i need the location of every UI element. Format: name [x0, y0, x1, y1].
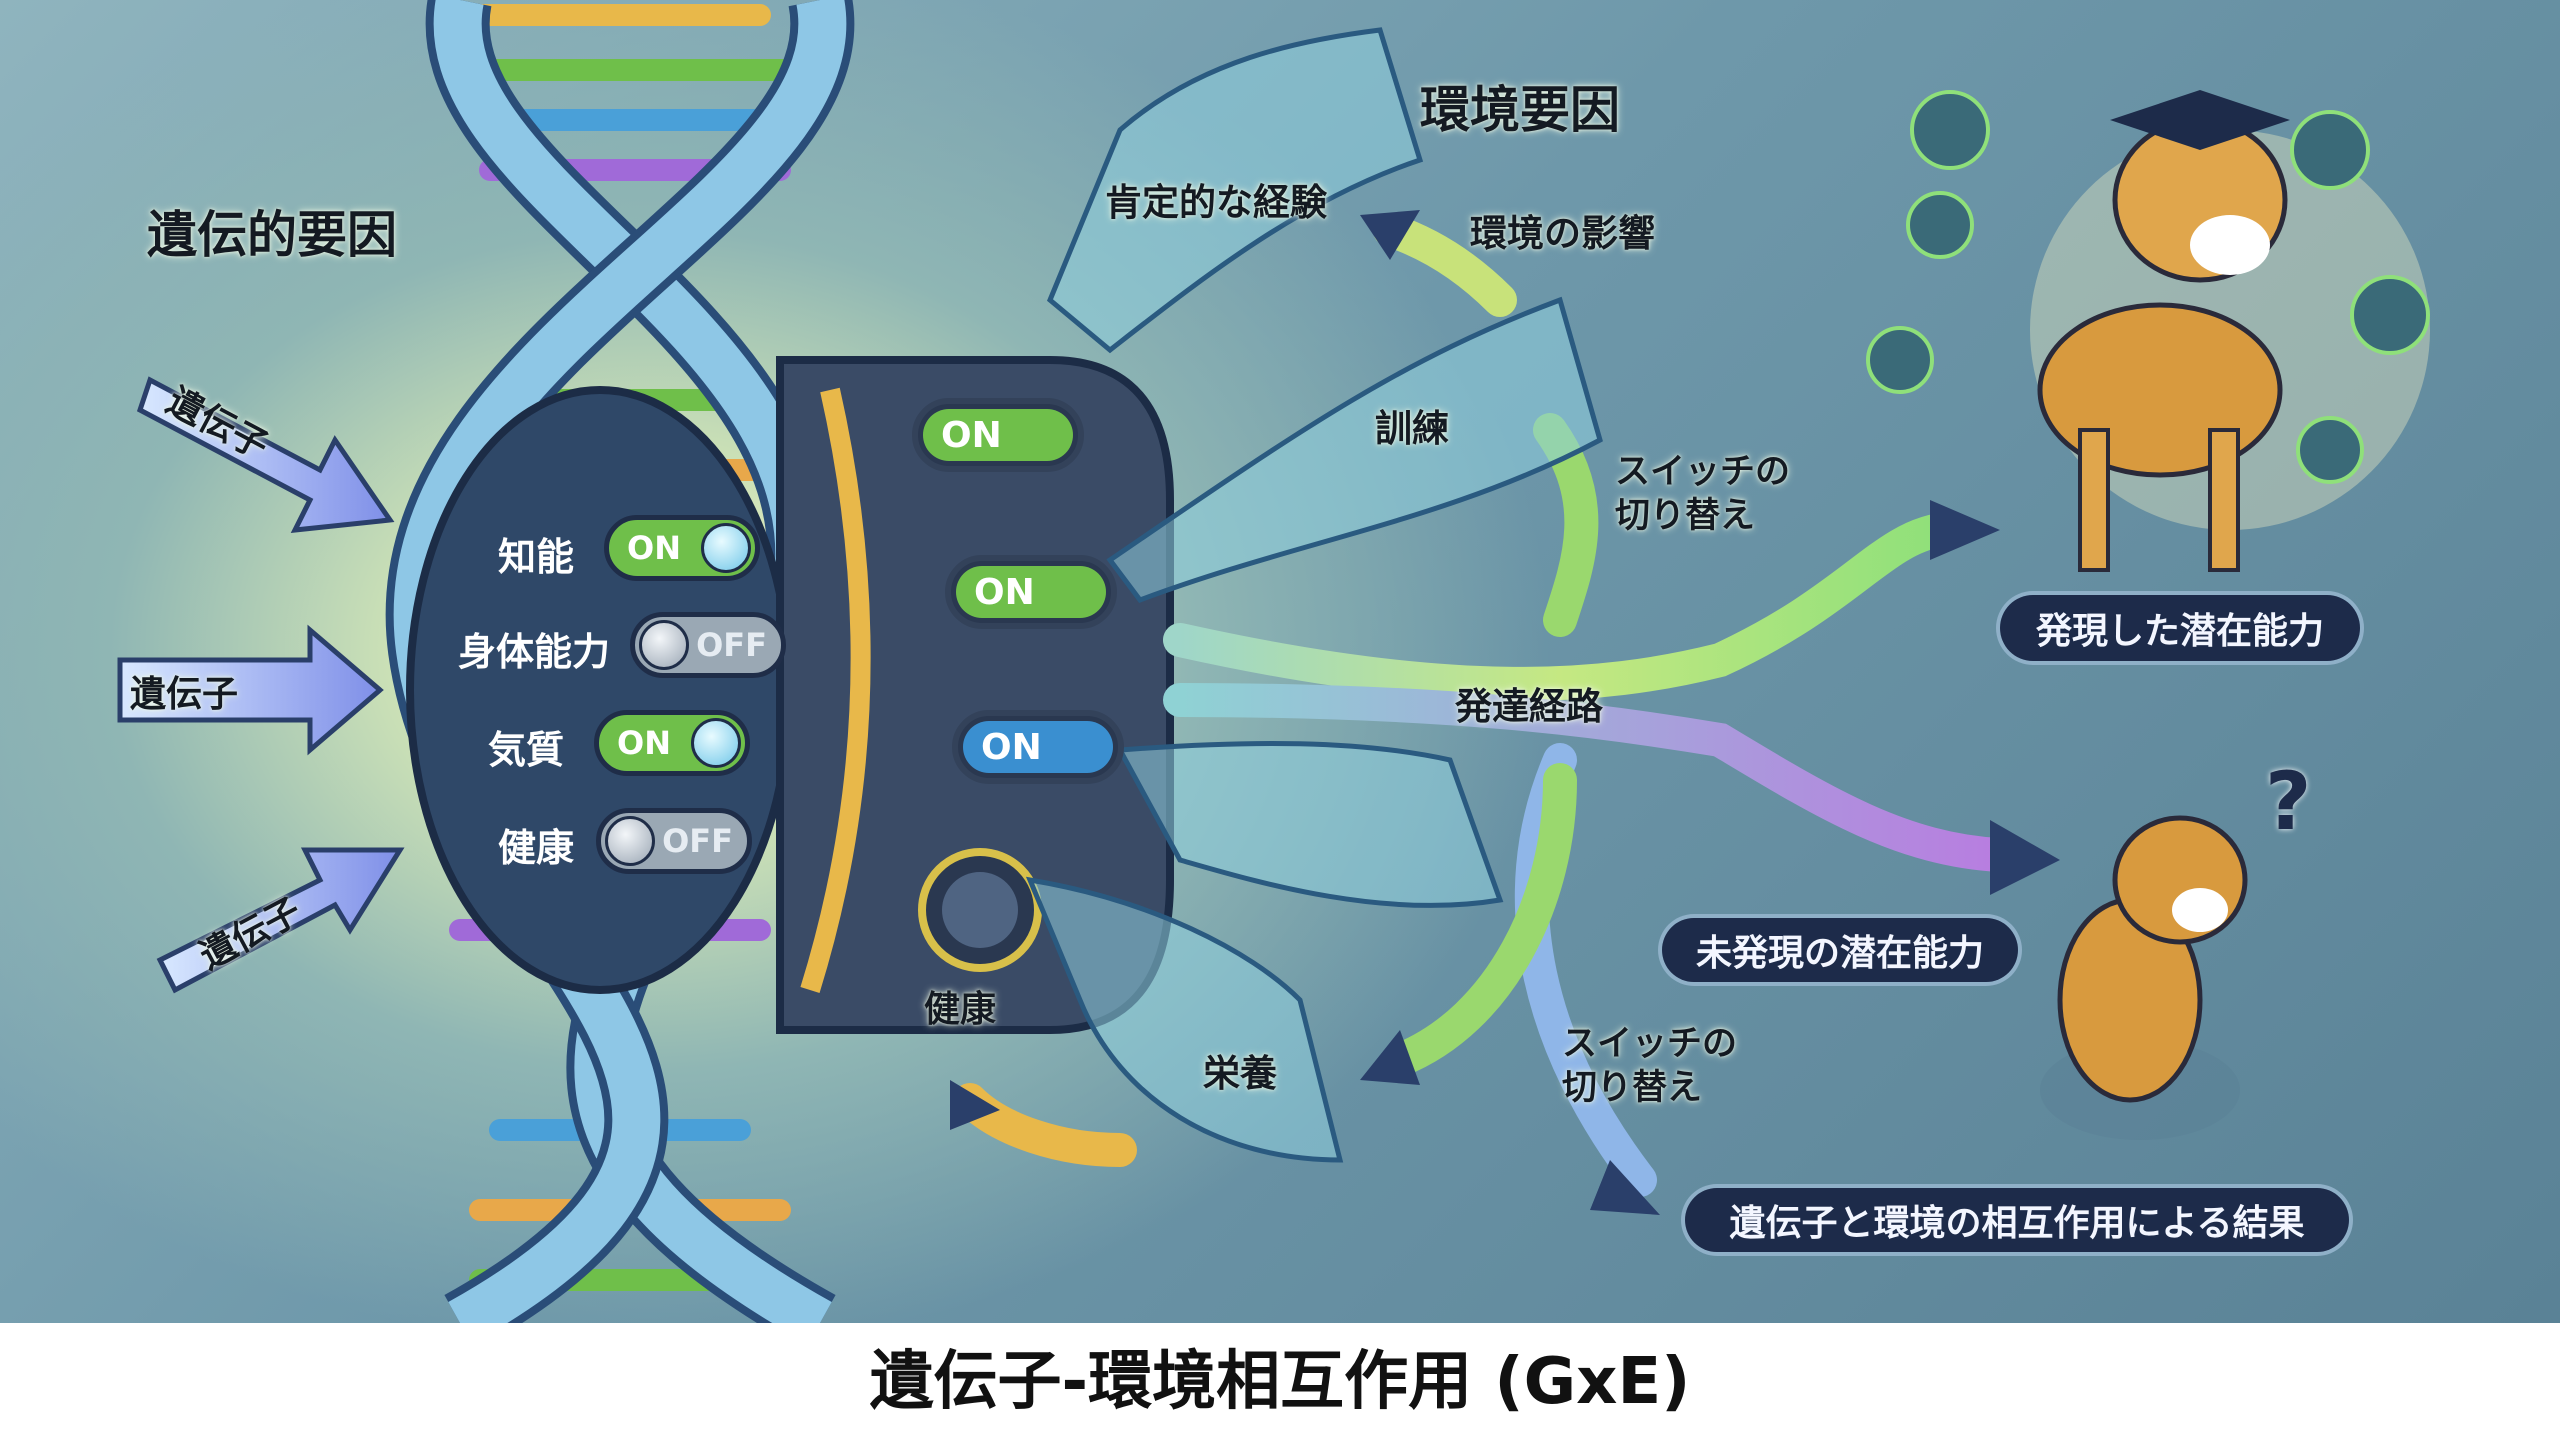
- toggle-state: OFF: [696, 626, 767, 664]
- trait-toggle-temperament[interactable]: ON: [594, 710, 750, 776]
- gene-label: 遺伝子: [130, 674, 239, 715]
- trait-label: 気質: [488, 728, 565, 772]
- happy-dog-illustration: [1866, 90, 2430, 572]
- environment-heading: 環境要因: [1420, 81, 1620, 139]
- switch-label-2: スイッチの切り替え: [1562, 1022, 1737, 1110]
- nutrition-label: 栄養: [1203, 1052, 1277, 1095]
- sad-dog-illustration: [2040, 815, 2248, 1140]
- line: スイッチの: [1562, 1024, 1738, 1064]
- positive-experience-label: 肯定的な経験: [1105, 181, 1327, 224]
- question-mark: ?: [2265, 755, 2312, 848]
- caption-title: 遺伝子-環境相互作用 (GxE): [869, 1345, 1691, 1419]
- gene-arrows: [117, 376, 405, 994]
- trait-toggle-health[interactable]: OFF: [596, 808, 752, 874]
- toggle-state: OFF: [662, 822, 733, 860]
- unexpressed-potential-badge: 未発現の潜在能力: [1662, 918, 2018, 982]
- switch-state: ON: [956, 566, 1106, 618]
- panel-switch-1[interactable]: ON: [912, 398, 1084, 472]
- genetic-factors-heading: 遺伝的要因: [147, 206, 397, 264]
- trait-label: 身体能力: [458, 630, 611, 674]
- caption-bar: 遺伝子-環境相互作用 (GxE): [0, 1323, 2560, 1429]
- diagram-graphics: [117, 0, 2430, 1323]
- switch-state: ON: [923, 409, 1073, 461]
- line: スイッチの: [1615, 452, 1791, 492]
- pathway-label: 発達経路: [1455, 685, 1603, 728]
- hands: [1025, 27, 1603, 1163]
- training-label: 訓練: [1375, 407, 1449, 450]
- trait-toggle-intelligence[interactable]: ON: [604, 515, 760, 581]
- environment-influence-label: 環境の影響: [1470, 212, 1655, 255]
- switch-state: ON: [963, 721, 1113, 773]
- gxe-result-badge: 遺伝子と環境の相互作用による結果: [1685, 1188, 2349, 1252]
- trait-label: 健康: [498, 826, 575, 870]
- trait-toggle-physical[interactable]: OFF: [630, 612, 786, 678]
- illustration: 遺伝的要因 遺伝子 遺伝子 遺伝子 知能 ON 身体能力 OFF 気質 ON 健…: [0, 0, 2560, 1323]
- switch-label-1: スイッチの切り替え: [1615, 450, 1790, 538]
- toggle-state: ON: [617, 724, 671, 762]
- expressed-potential-badge: 発現した潜在能力: [2000, 595, 2360, 661]
- line: 切り替え: [1615, 496, 1756, 536]
- panel-switch-2[interactable]: ON: [945, 555, 1117, 629]
- knob-label: 健康: [924, 989, 997, 1030]
- trait-label: 知能: [498, 535, 575, 579]
- toggle-state: ON: [627, 529, 681, 567]
- line: 切り替え: [1562, 1068, 1703, 1108]
- panel-switch-3[interactable]: ON: [952, 710, 1124, 784]
